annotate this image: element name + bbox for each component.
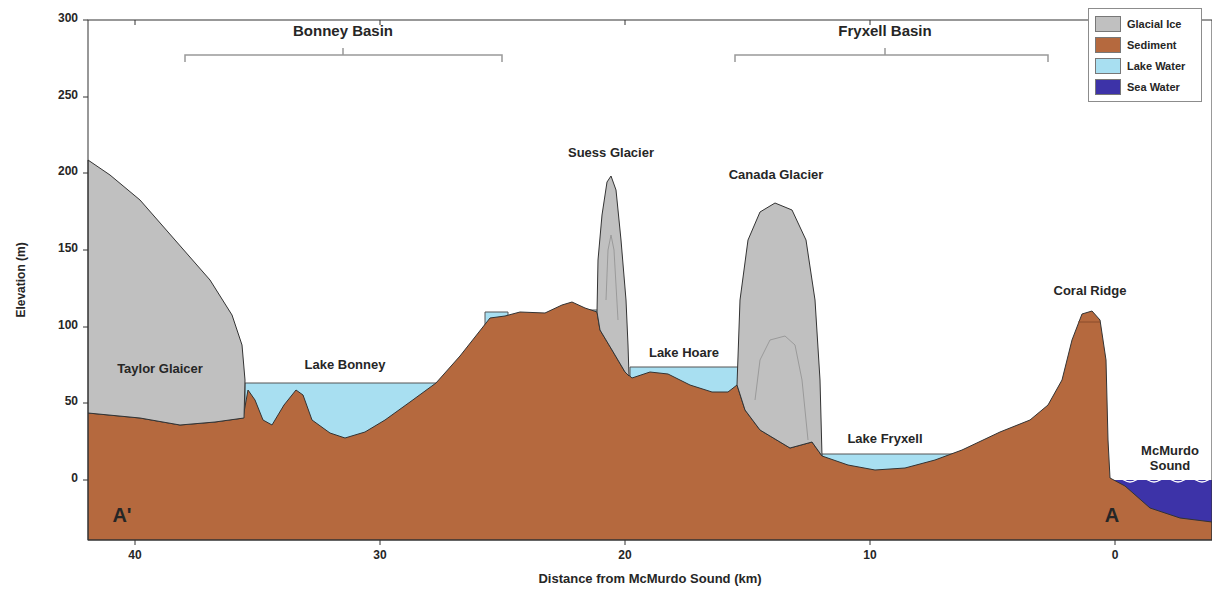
tick-label: 10 bbox=[863, 549, 876, 563]
legend-row: Lake Water bbox=[1095, 55, 1195, 76]
feature-label: Fryxell Basin bbox=[838, 22, 931, 39]
tick-label: 0 bbox=[1112, 549, 1119, 563]
feature-label: Taylor Glaicer bbox=[117, 362, 203, 377]
plot-frame bbox=[88, 20, 1212, 540]
tick-label: 50 bbox=[65, 395, 78, 409]
tick-label: 150 bbox=[58, 242, 78, 256]
feature-label: Coral Ridge bbox=[1054, 284, 1127, 299]
feature-label: Canada Glacier bbox=[729, 168, 824, 183]
basin-bracket bbox=[735, 48, 1048, 62]
legend-row: Sea Water bbox=[1095, 76, 1195, 97]
tick-label: 20 bbox=[618, 549, 631, 563]
basin-bracket bbox=[185, 48, 502, 62]
feature-label: Lake Bonney bbox=[305, 358, 386, 373]
suess-glacier bbox=[597, 176, 629, 376]
feature-label: Bonney Basin bbox=[293, 22, 393, 39]
feature-label: A bbox=[1105, 504, 1119, 527]
tick-label: 40 bbox=[128, 549, 141, 563]
tick-label: 0 bbox=[71, 472, 78, 486]
legend-box: Glacial IceSedimentLake WaterSea Water bbox=[1088, 8, 1202, 102]
legend-row: Glacial Ice bbox=[1095, 13, 1195, 34]
ridge-line bbox=[1078, 322, 1100, 323]
feature-label: A' bbox=[112, 504, 131, 527]
sediment bbox=[88, 302, 1212, 540]
legend-swatch bbox=[1095, 79, 1121, 95]
tick-label: 100 bbox=[58, 319, 78, 333]
ice-layer-line bbox=[606, 235, 618, 320]
feature-label: Lake Fryxell bbox=[847, 432, 922, 447]
legend-swatch bbox=[1095, 58, 1121, 74]
sea-wave bbox=[1112, 478, 1212, 482]
taylor-glacier bbox=[88, 160, 245, 425]
legend-row: Sediment bbox=[1095, 34, 1195, 55]
tick-label: 200 bbox=[58, 165, 78, 179]
tick-label: 300 bbox=[58, 12, 78, 26]
legend-text: Lake Water bbox=[1127, 60, 1185, 72]
ice-layer-line bbox=[755, 336, 808, 440]
tick-label: 30 bbox=[373, 549, 386, 563]
axis-title: Distance from McMurdo Sound (km) bbox=[538, 572, 761, 587]
legend-text: Sediment bbox=[1127, 39, 1177, 51]
tick-label: 250 bbox=[58, 89, 78, 103]
legend-text: Sea Water bbox=[1127, 81, 1180, 93]
feature-label: McMurdo Sound bbox=[1131, 444, 1209, 474]
canada-glacier bbox=[737, 203, 822, 456]
axis-ticks bbox=[83, 20, 1115, 545]
feature-label: Suess Glacier bbox=[568, 146, 654, 161]
legend-swatch bbox=[1095, 37, 1121, 53]
axis-title: Elevation (m) bbox=[15, 242, 29, 317]
legend-swatch bbox=[1095, 16, 1121, 32]
legend-text: Glacial Ice bbox=[1127, 18, 1181, 30]
feature-label: Lake Hoare bbox=[649, 346, 719, 361]
